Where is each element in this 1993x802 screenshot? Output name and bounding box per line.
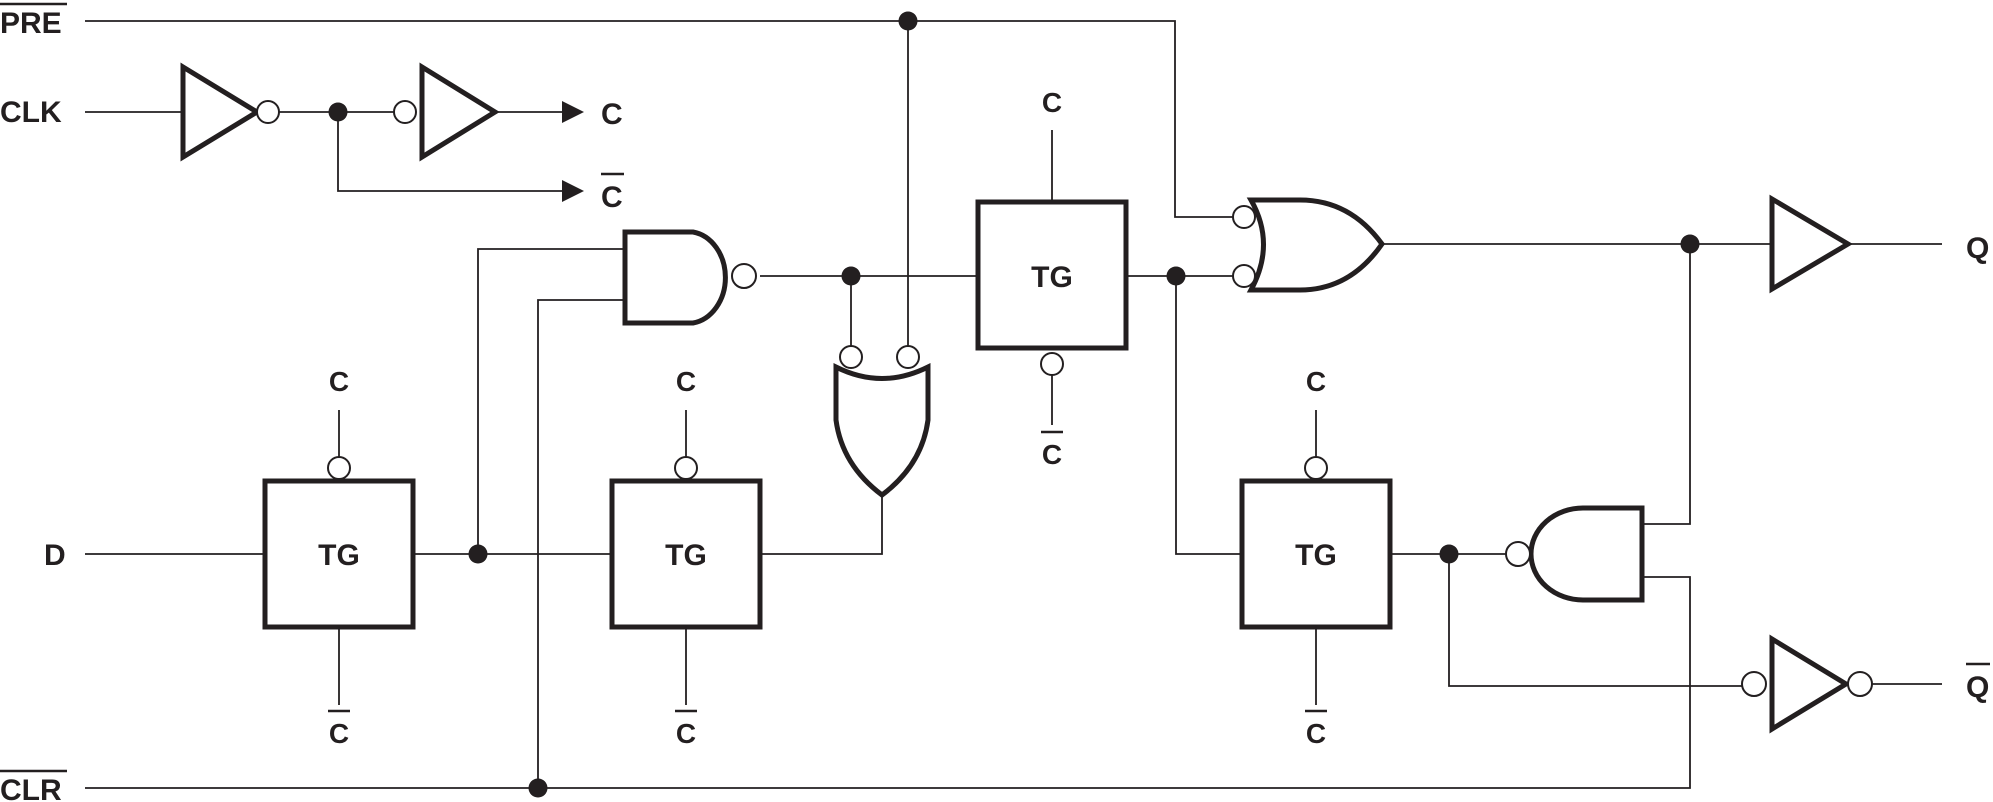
nand-gate-2 xyxy=(1505,505,1645,603)
qbar-inverter xyxy=(1741,634,1873,734)
inverter-bubble xyxy=(256,100,280,124)
junction-tg1-out xyxy=(468,544,488,564)
tg-control-bubble xyxy=(674,456,698,480)
clk-inverter-1 xyxy=(180,62,280,162)
junctions xyxy=(328,11,1700,798)
junction-q xyxy=(1680,234,1700,254)
inverter-triangle xyxy=(1769,634,1851,734)
or-body xyxy=(1246,197,1386,293)
junction-pre xyxy=(898,11,918,31)
tg-top-control-label: C xyxy=(1306,366,1326,397)
tg-bottom-control-label: C xyxy=(329,718,349,749)
inverter-triangle xyxy=(419,62,500,162)
label-q: Q xyxy=(1966,232,1989,265)
buffer-triangle xyxy=(1769,194,1853,294)
tg-box xyxy=(975,199,1129,351)
tg-label: TG xyxy=(665,539,707,572)
nand-body xyxy=(622,229,728,326)
transmission-gate-1: TG C C xyxy=(262,366,416,749)
junction-tg4-out xyxy=(1439,544,1459,564)
wire-clr-nand-b xyxy=(537,299,625,788)
wire-q-feedback xyxy=(1642,244,1691,525)
inverter-triangle xyxy=(180,62,262,162)
tg-control-bubble xyxy=(1040,352,1064,376)
tg-label: TG xyxy=(1031,261,1073,294)
tg-top-control-label: C xyxy=(1042,87,1062,118)
or-input-bubble-b xyxy=(896,345,920,369)
or-input-bubble-b xyxy=(1232,264,1256,288)
tg-control-bubble xyxy=(1304,456,1328,480)
wires xyxy=(85,20,1942,789)
tg-bottom-control-label: C xyxy=(676,718,696,749)
label-c-out: C xyxy=(601,98,623,131)
or-body xyxy=(833,362,931,499)
wire-node-nand-a xyxy=(477,248,625,554)
nand-bubble xyxy=(731,263,757,289)
transmission-gate-3: TG C C xyxy=(975,87,1129,470)
tg-top-control-label: C xyxy=(676,366,696,397)
label-clk: CLK xyxy=(0,96,62,129)
label-cbar-out: C xyxy=(601,181,623,214)
tg-bottom-control-label: C xyxy=(1306,718,1326,749)
or-input-bubble-a xyxy=(1232,205,1256,229)
or-input-bubble-a xyxy=(839,345,863,369)
label-clr: CLR xyxy=(0,774,62,802)
or-gate-2 xyxy=(833,345,931,499)
junction-clk xyxy=(328,102,348,122)
inverter-output-bubble xyxy=(1847,671,1873,697)
tg-top-control-label: C xyxy=(329,366,349,397)
inverter-input-bubble xyxy=(393,100,417,124)
nand-body xyxy=(1528,505,1645,603)
tg-label: TG xyxy=(318,539,360,572)
nand-gate-1 xyxy=(622,229,757,326)
wire-pre xyxy=(85,20,1236,218)
wire-node-qbar xyxy=(1448,554,1742,687)
arrow-c xyxy=(562,101,584,123)
transmission-gate-4: TG C C xyxy=(1239,366,1393,749)
wire-tg2-or2 xyxy=(760,495,883,555)
transmission-gate-2: TG C C xyxy=(609,366,763,749)
nand-input-bubble xyxy=(1505,541,1531,567)
wire-clr xyxy=(85,576,1691,789)
junction-nand-out xyxy=(841,266,861,286)
junction-clr xyxy=(528,778,548,798)
wire-node-tg4 xyxy=(1175,276,1242,555)
junction-tg3-out xyxy=(1166,266,1186,286)
tg-label: TG xyxy=(1295,539,1337,572)
label-q-bar: Q xyxy=(1966,671,1989,704)
wire-cbar-out xyxy=(337,112,562,192)
or-gate-1 xyxy=(1232,197,1386,293)
tg-control-bubble xyxy=(327,456,351,480)
clk-inverter-2 xyxy=(393,62,500,162)
tg-bottom-control-label: C xyxy=(1042,439,1062,470)
arrow-cbar xyxy=(562,180,584,202)
inverter-input-bubble xyxy=(1741,671,1767,697)
label-pre: PRE xyxy=(0,7,62,40)
q-buffer xyxy=(1769,194,1853,294)
label-d: D xyxy=(44,539,66,572)
